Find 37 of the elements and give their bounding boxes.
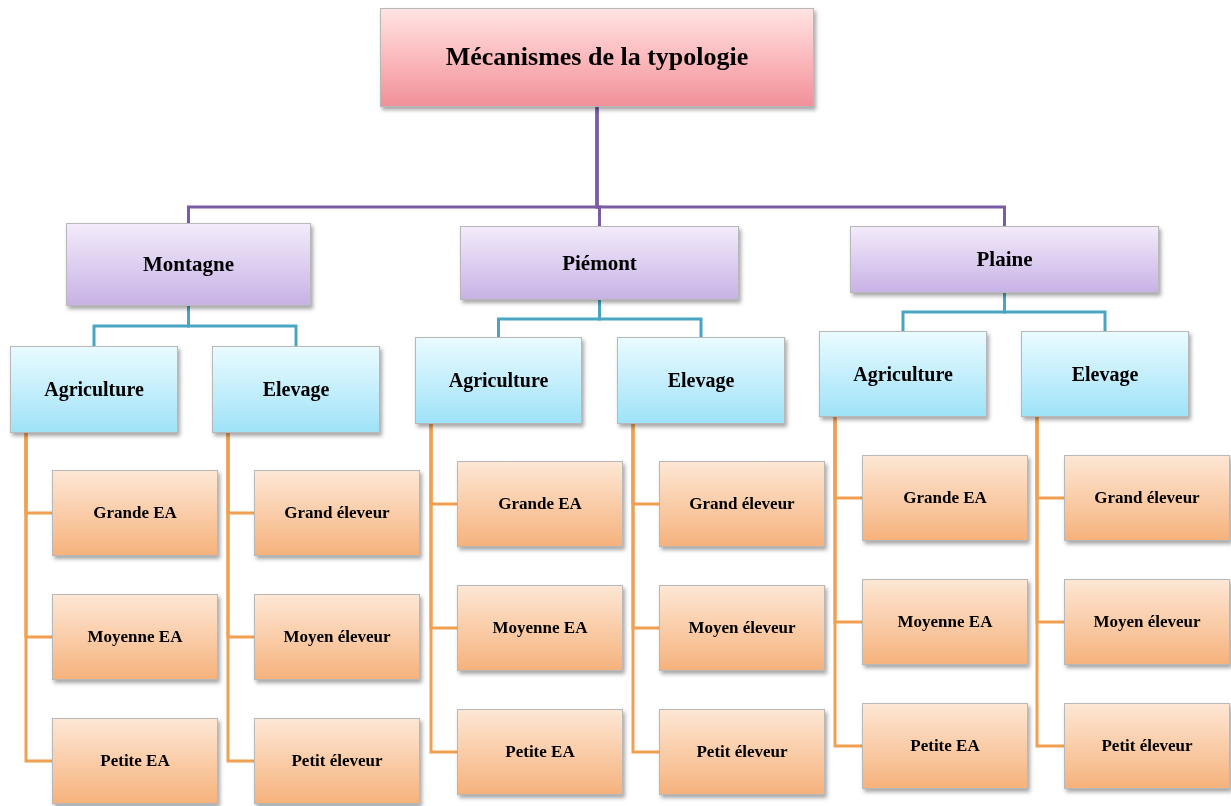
category-box: Petit éleveur <box>1064 703 1230 789</box>
region-box: Plaine <box>850 226 1159 293</box>
sector-box: Agriculture <box>415 337 582 424</box>
category-box: Grande EA <box>52 470 218 556</box>
category-box: Moyen éleveur <box>1064 579 1230 665</box>
region-box: Piémont <box>460 226 739 300</box>
connector-line <box>24 433 52 763</box>
category-box: Moyen éleveur <box>254 594 420 680</box>
connector-line <box>598 300 703 337</box>
region-box: Montagne <box>66 223 311 306</box>
category-box: Grand éleveur <box>1064 455 1230 541</box>
connector-line <box>226 433 254 763</box>
connector-line <box>631 424 659 754</box>
category-box: Moyen éleveur <box>659 585 825 671</box>
connector-line <box>429 424 457 754</box>
sector-box: Agriculture <box>819 331 987 417</box>
category-box: Grande EA <box>457 461 623 547</box>
category-box: Moyenne EA <box>457 585 623 671</box>
connector-line <box>833 417 862 748</box>
sector-box: Elevage <box>617 337 785 424</box>
category-box: Petit éleveur <box>254 718 420 804</box>
category-box: Grande EA <box>862 455 1028 541</box>
sector-box: Elevage <box>212 346 380 433</box>
connector-line <box>595 107 1006 226</box>
title-box: Mécanismes de la typologie <box>380 8 814 107</box>
category-box: Petit éleveur <box>659 709 825 795</box>
connector-line <box>1035 417 1064 748</box>
category-box: Petite EA <box>52 718 218 804</box>
sector-box: Agriculture <box>10 346 178 433</box>
category-box: Grand éleveur <box>659 461 825 547</box>
category-box: Moyenne EA <box>862 579 1028 665</box>
category-box: Petite EA <box>862 703 1028 789</box>
sector-box: Elevage <box>1021 331 1189 417</box>
category-box: Moyenne EA <box>52 594 218 680</box>
connector-line <box>1003 293 1107 331</box>
category-box: Petite EA <box>457 709 623 795</box>
category-box: Grand éleveur <box>254 470 420 556</box>
